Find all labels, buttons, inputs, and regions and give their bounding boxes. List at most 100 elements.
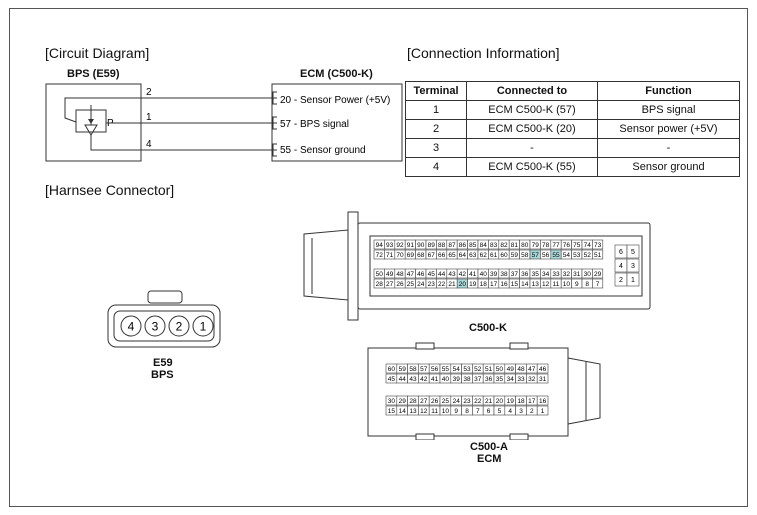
- cell: Sensor ground: [597, 157, 740, 177]
- pin-number: 22: [438, 281, 446, 288]
- wire-4-pin: 4: [146, 139, 152, 150]
- pin-number: 11: [431, 408, 438, 415]
- pin-number: 26: [431, 398, 439, 405]
- pin-number: 4: [619, 263, 623, 270]
- pin-number: 30: [388, 398, 396, 405]
- wire-1-pin: 1: [146, 112, 152, 123]
- pin-number: 94: [376, 242, 384, 249]
- cell: 3: [405, 138, 467, 158]
- cell: 1: [405, 100, 467, 120]
- pin-number: 18: [480, 281, 488, 288]
- pin-number: 3: [631, 263, 635, 270]
- pin-number: 14: [521, 281, 529, 288]
- pin-cell: [626, 258, 640, 273]
- pin-number: 59: [511, 252, 519, 259]
- pin-number: 75: [573, 242, 581, 249]
- pin-number: 90: [417, 242, 425, 249]
- pin-cell: [626, 272, 640, 287]
- pin-number: 53: [573, 252, 581, 259]
- pin-number: 73: [594, 242, 602, 249]
- diagram-frame: [9, 8, 748, 507]
- pin-number: 11: [553, 281, 560, 288]
- pin-number: 59: [399, 366, 407, 373]
- wire-4: [90, 135, 277, 151]
- pin-number: 68: [417, 252, 425, 259]
- pin-number: 63: [469, 252, 477, 259]
- pin-number: 53: [463, 366, 471, 373]
- pin-number: 25: [442, 398, 450, 405]
- pin-number: 45: [428, 271, 436, 278]
- pin-number: 17: [490, 281, 498, 288]
- cell: BPS signal: [597, 100, 740, 120]
- pin-number: 41: [469, 271, 477, 278]
- pin-number: 52: [584, 252, 592, 259]
- col-connected-to: Connected to: [466, 81, 598, 101]
- pin-number: 67: [428, 252, 436, 259]
- pin-number: 42: [459, 271, 467, 278]
- ecm-title: ECM (C500-K): [300, 68, 373, 80]
- pin-number: 46: [539, 366, 547, 373]
- pin-number: 31: [573, 271, 581, 278]
- pin-number: 66: [438, 252, 446, 259]
- circuit-diagram-heading: [Circuit Diagram]: [45, 45, 150, 61]
- pin-number: 60: [500, 252, 508, 259]
- pin-cell: [592, 268, 604, 279]
- pin-number: 78: [542, 242, 550, 249]
- pin-number: 9: [575, 281, 579, 288]
- pin-number: 83: [490, 242, 498, 249]
- pin-number: 15: [511, 281, 519, 288]
- pin-number: 87: [448, 242, 456, 249]
- pin-number: 12: [542, 281, 550, 288]
- pin-number: 28: [376, 281, 384, 288]
- pin-cell: [626, 244, 640, 259]
- bps-pin-number: 3: [152, 320, 159, 334]
- pin-number: 5: [631, 249, 635, 256]
- pin-number: 56: [431, 366, 439, 373]
- pin-number: 7: [596, 281, 600, 288]
- pin-number: 74: [584, 242, 592, 249]
- pin-number: 16: [539, 398, 547, 405]
- pin-number: 76: [563, 242, 571, 249]
- pin-cell: [592, 249, 604, 260]
- pin-number: 19: [469, 281, 477, 288]
- cell: ECM C500-K (57): [466, 100, 598, 120]
- c500a-label: C500-A: [470, 441, 508, 453]
- pin-number: 32: [563, 271, 571, 278]
- pin-number: 41: [431, 376, 439, 383]
- table-row: 4 ECM C500-K (55) Sensor ground: [405, 157, 740, 177]
- pin-number: 37: [511, 271, 519, 278]
- col-terminal: Terminal: [405, 81, 467, 101]
- pin-number: 91: [407, 242, 415, 249]
- bps-pin: [192, 315, 214, 337]
- pin-number: 47: [407, 271, 415, 278]
- connection-info-heading: [Connection Information]: [407, 45, 560, 61]
- pin-number: 43: [409, 376, 417, 383]
- table-row: 2 ECM C500-K (20) Sensor power (+5V): [405, 119, 740, 139]
- pin-number: 44: [399, 376, 407, 383]
- pin-number: 54: [453, 366, 461, 373]
- ecm-pin-20-label: 20 - Sensor Power (+5V): [280, 95, 390, 106]
- pin-number: 77: [552, 242, 560, 249]
- pin-number: 51: [594, 252, 602, 259]
- pin-number: 79: [532, 242, 540, 249]
- pin-number: 51: [485, 366, 493, 373]
- col-function: Function: [597, 81, 740, 101]
- pin-number: 20: [459, 281, 467, 288]
- pin-number: 50: [376, 271, 384, 278]
- pin-number: 33: [517, 376, 525, 383]
- wire-2: [64, 97, 141, 123]
- pin-number: 24: [453, 398, 461, 405]
- pin-number: 29: [399, 398, 407, 405]
- pin-number: 47: [528, 366, 536, 373]
- pin-number: 27: [386, 281, 394, 288]
- bps-connector-sublabel: BPS: [151, 369, 174, 381]
- pin-number: 13: [532, 281, 540, 288]
- pin-number: 25: [407, 281, 415, 288]
- pin-number: 21: [448, 281, 456, 288]
- pin-number: 49: [386, 271, 394, 278]
- pin-number: 69: [407, 252, 415, 259]
- pin-number: 85: [469, 242, 477, 249]
- cell: -: [597, 138, 740, 158]
- pin-number: 55: [442, 366, 450, 373]
